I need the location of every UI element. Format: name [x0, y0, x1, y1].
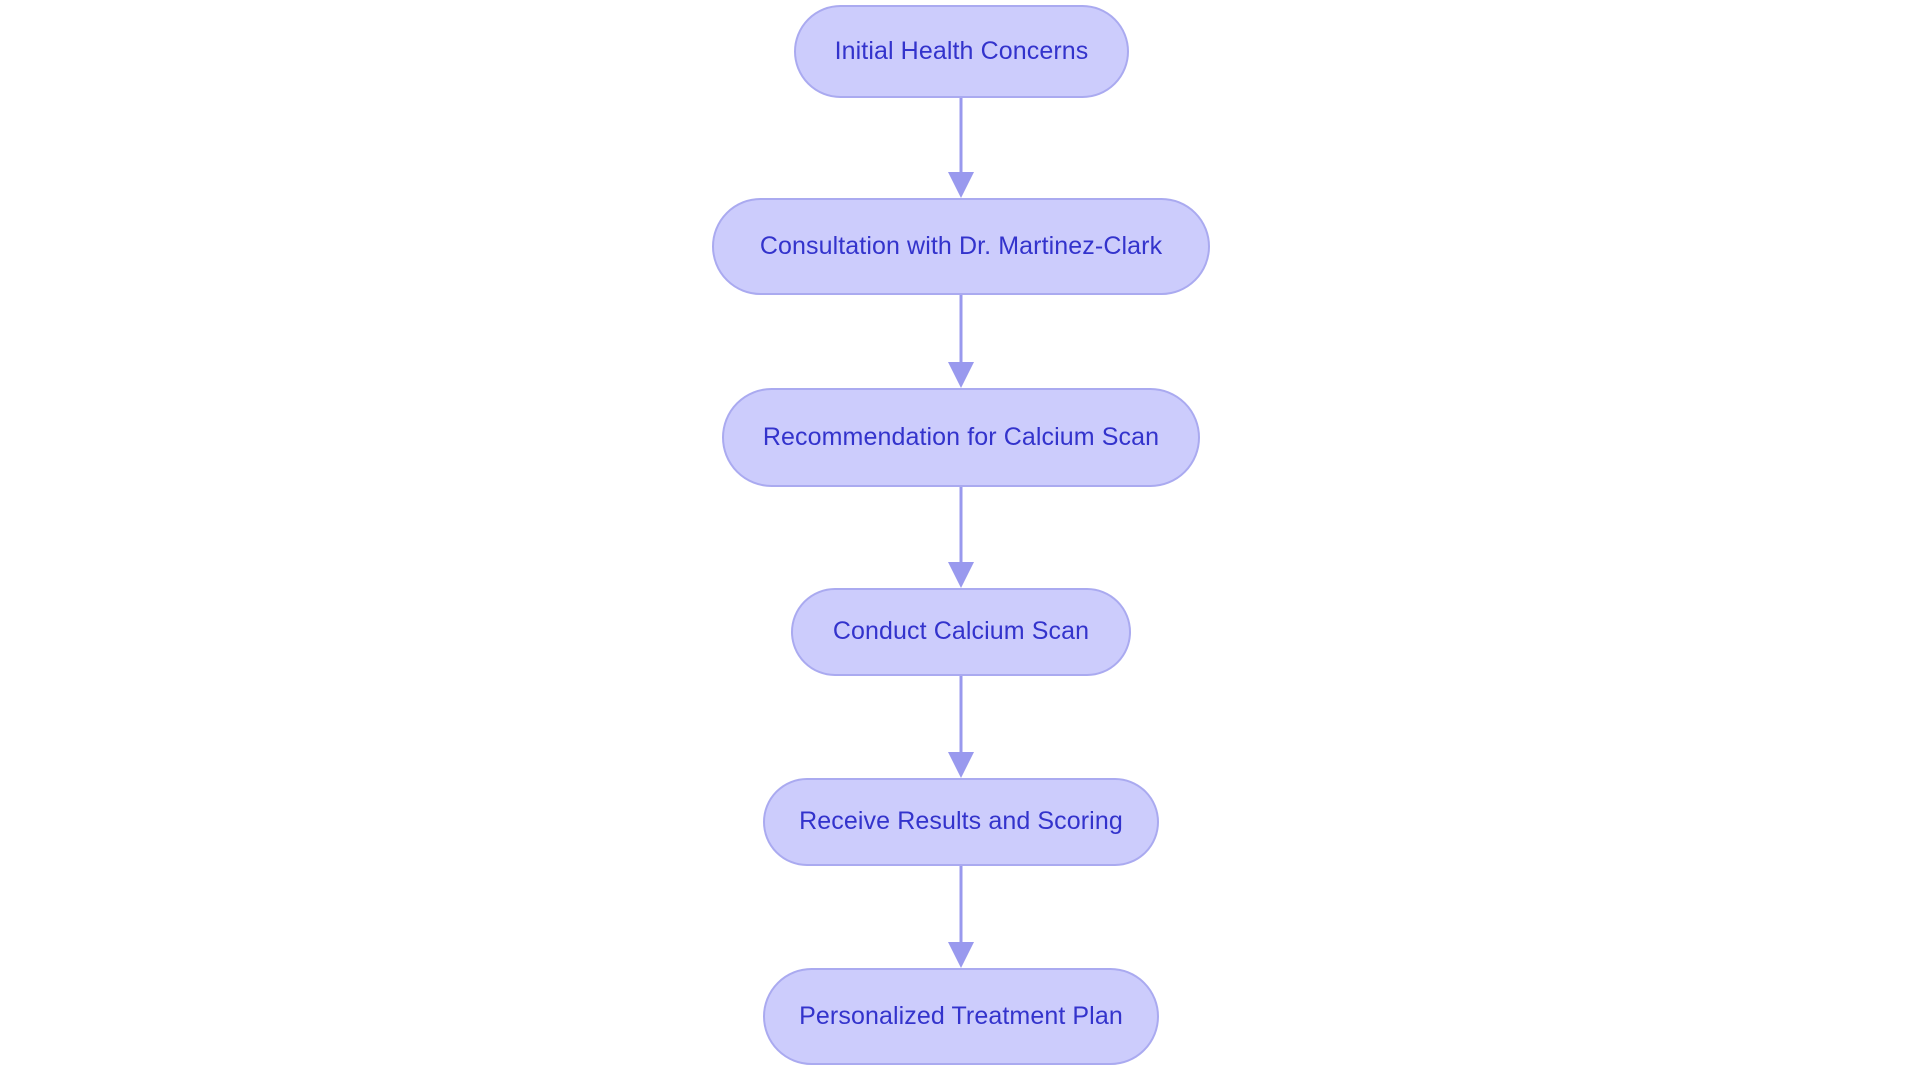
arrowhead-icon: [948, 752, 974, 778]
arrowhead-icon: [948, 562, 974, 588]
flow-connector-arrow: [948, 295, 974, 388]
flow-node-label: Consultation with Dr. Martinez-Clark: [759, 231, 1163, 260]
flow-connector-arrow: [948, 98, 974, 198]
arrowhead-icon: [948, 172, 974, 198]
flow-connector-arrow: [948, 487, 974, 588]
flow-node-label: Recommendation for Calcium Scan: [762, 422, 1160, 451]
arrowhead-icon: [948, 942, 974, 968]
flow-connector-arrow: [948, 676, 974, 778]
flow-node-label: Personalized Treatment Plan: [799, 1001, 1123, 1030]
arrowhead-icon: [948, 362, 974, 388]
flow-node-label: Receive Results and Scoring: [799, 807, 1123, 836]
flow-node-receive-results-and-scoring[interactable]: Receive Results and Scoring: [763, 778, 1159, 866]
flow-node-recommendation-for-calcium-scan[interactable]: Recommendation for Calcium Scan: [722, 388, 1200, 487]
flow-node-consultation-with-dr-martinez-clark[interactable]: Consultation with Dr. Martinez-Clark: [712, 198, 1210, 295]
flow-node-initial-health-concerns[interactable]: Initial Health Concerns: [794, 5, 1129, 98]
flow-connector-arrow: [948, 866, 974, 968]
flow-node-label: Conduct Calcium Scan: [832, 617, 1090, 646]
flow-node-conduct-calcium-scan[interactable]: Conduct Calcium Scan: [791, 588, 1131, 676]
flow-node-label: Initial Health Concerns: [834, 36, 1089, 65]
flow-node-personalized-treatment-plan[interactable]: Personalized Treatment Plan: [763, 968, 1159, 1065]
